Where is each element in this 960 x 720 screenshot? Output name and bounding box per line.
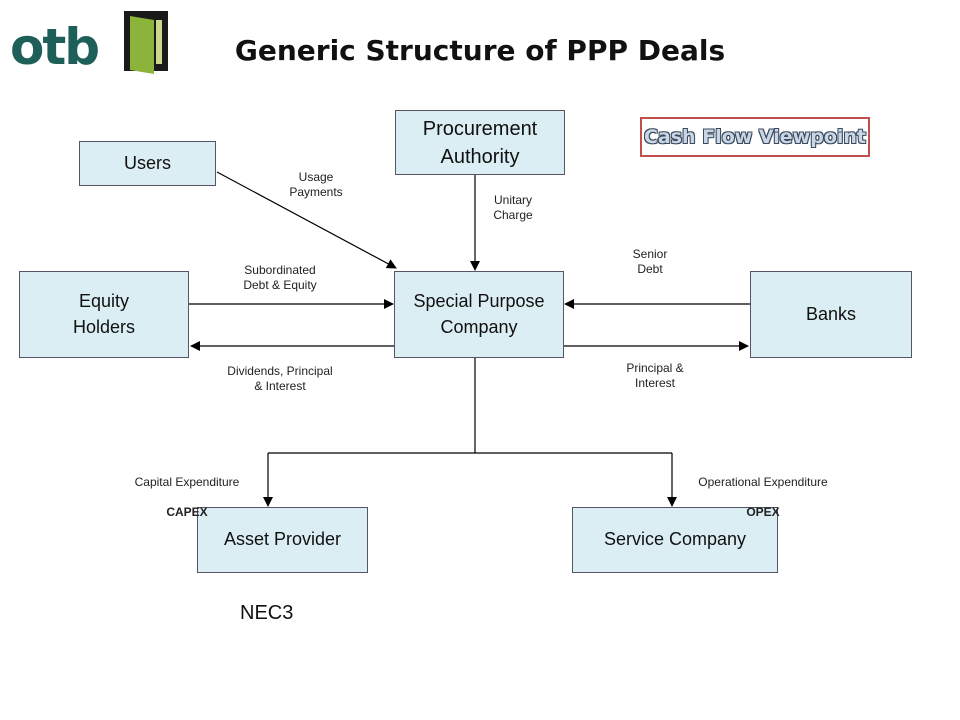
arrow-usage-payments	[216, 171, 397, 269]
users-box: Users	[79, 141, 216, 186]
label-opex-abbr: OPEX	[746, 505, 780, 519]
asset-provider-box: Asset Provider	[197, 507, 368, 573]
equity-holders-box: Equity Holders	[19, 271, 189, 358]
label-dividends: Dividends, Principal & Interest	[227, 364, 333, 393]
label-subordinated-debt-equity: Subordinated Debt & Equity	[243, 263, 317, 292]
page-title: Generic Structure of PPP Deals	[234, 34, 726, 67]
procurement-authority-box: Procurement Authority	[395, 110, 565, 175]
logo-text: otb	[10, 18, 100, 76]
label-opex: Operational Expenditure OPEX	[683, 460, 843, 520]
callout-text: Cash Flow Viewpoint	[643, 126, 867, 148]
nec3-label: NEC3	[240, 602, 294, 624]
label-capex: Capital Expenditure CAPEX	[112, 460, 262, 520]
special-purpose-company-box: Special Purpose Company	[394, 271, 564, 358]
door-icon	[124, 11, 168, 74]
label-capex-abbr: CAPEX	[166, 505, 208, 519]
service-company-box: Service Company	[572, 507, 778, 573]
otb-logo: otb	[10, 8, 180, 78]
banks-box: Banks	[750, 271, 912, 358]
label-unitary-charge: Unitary Charge	[493, 193, 533, 222]
label-usage-payments: Usage Payments	[289, 170, 343, 199]
label-opex-line: Operational Expenditure	[698, 475, 828, 489]
label-principal-interest: Principal & Interest	[626, 361, 684, 390]
label-senior-debt: Senior Debt	[632, 247, 668, 276]
label-capex-line: Capital Expenditure	[134, 475, 240, 489]
cash-flow-callout: Cash Flow Viewpoint	[640, 117, 870, 157]
